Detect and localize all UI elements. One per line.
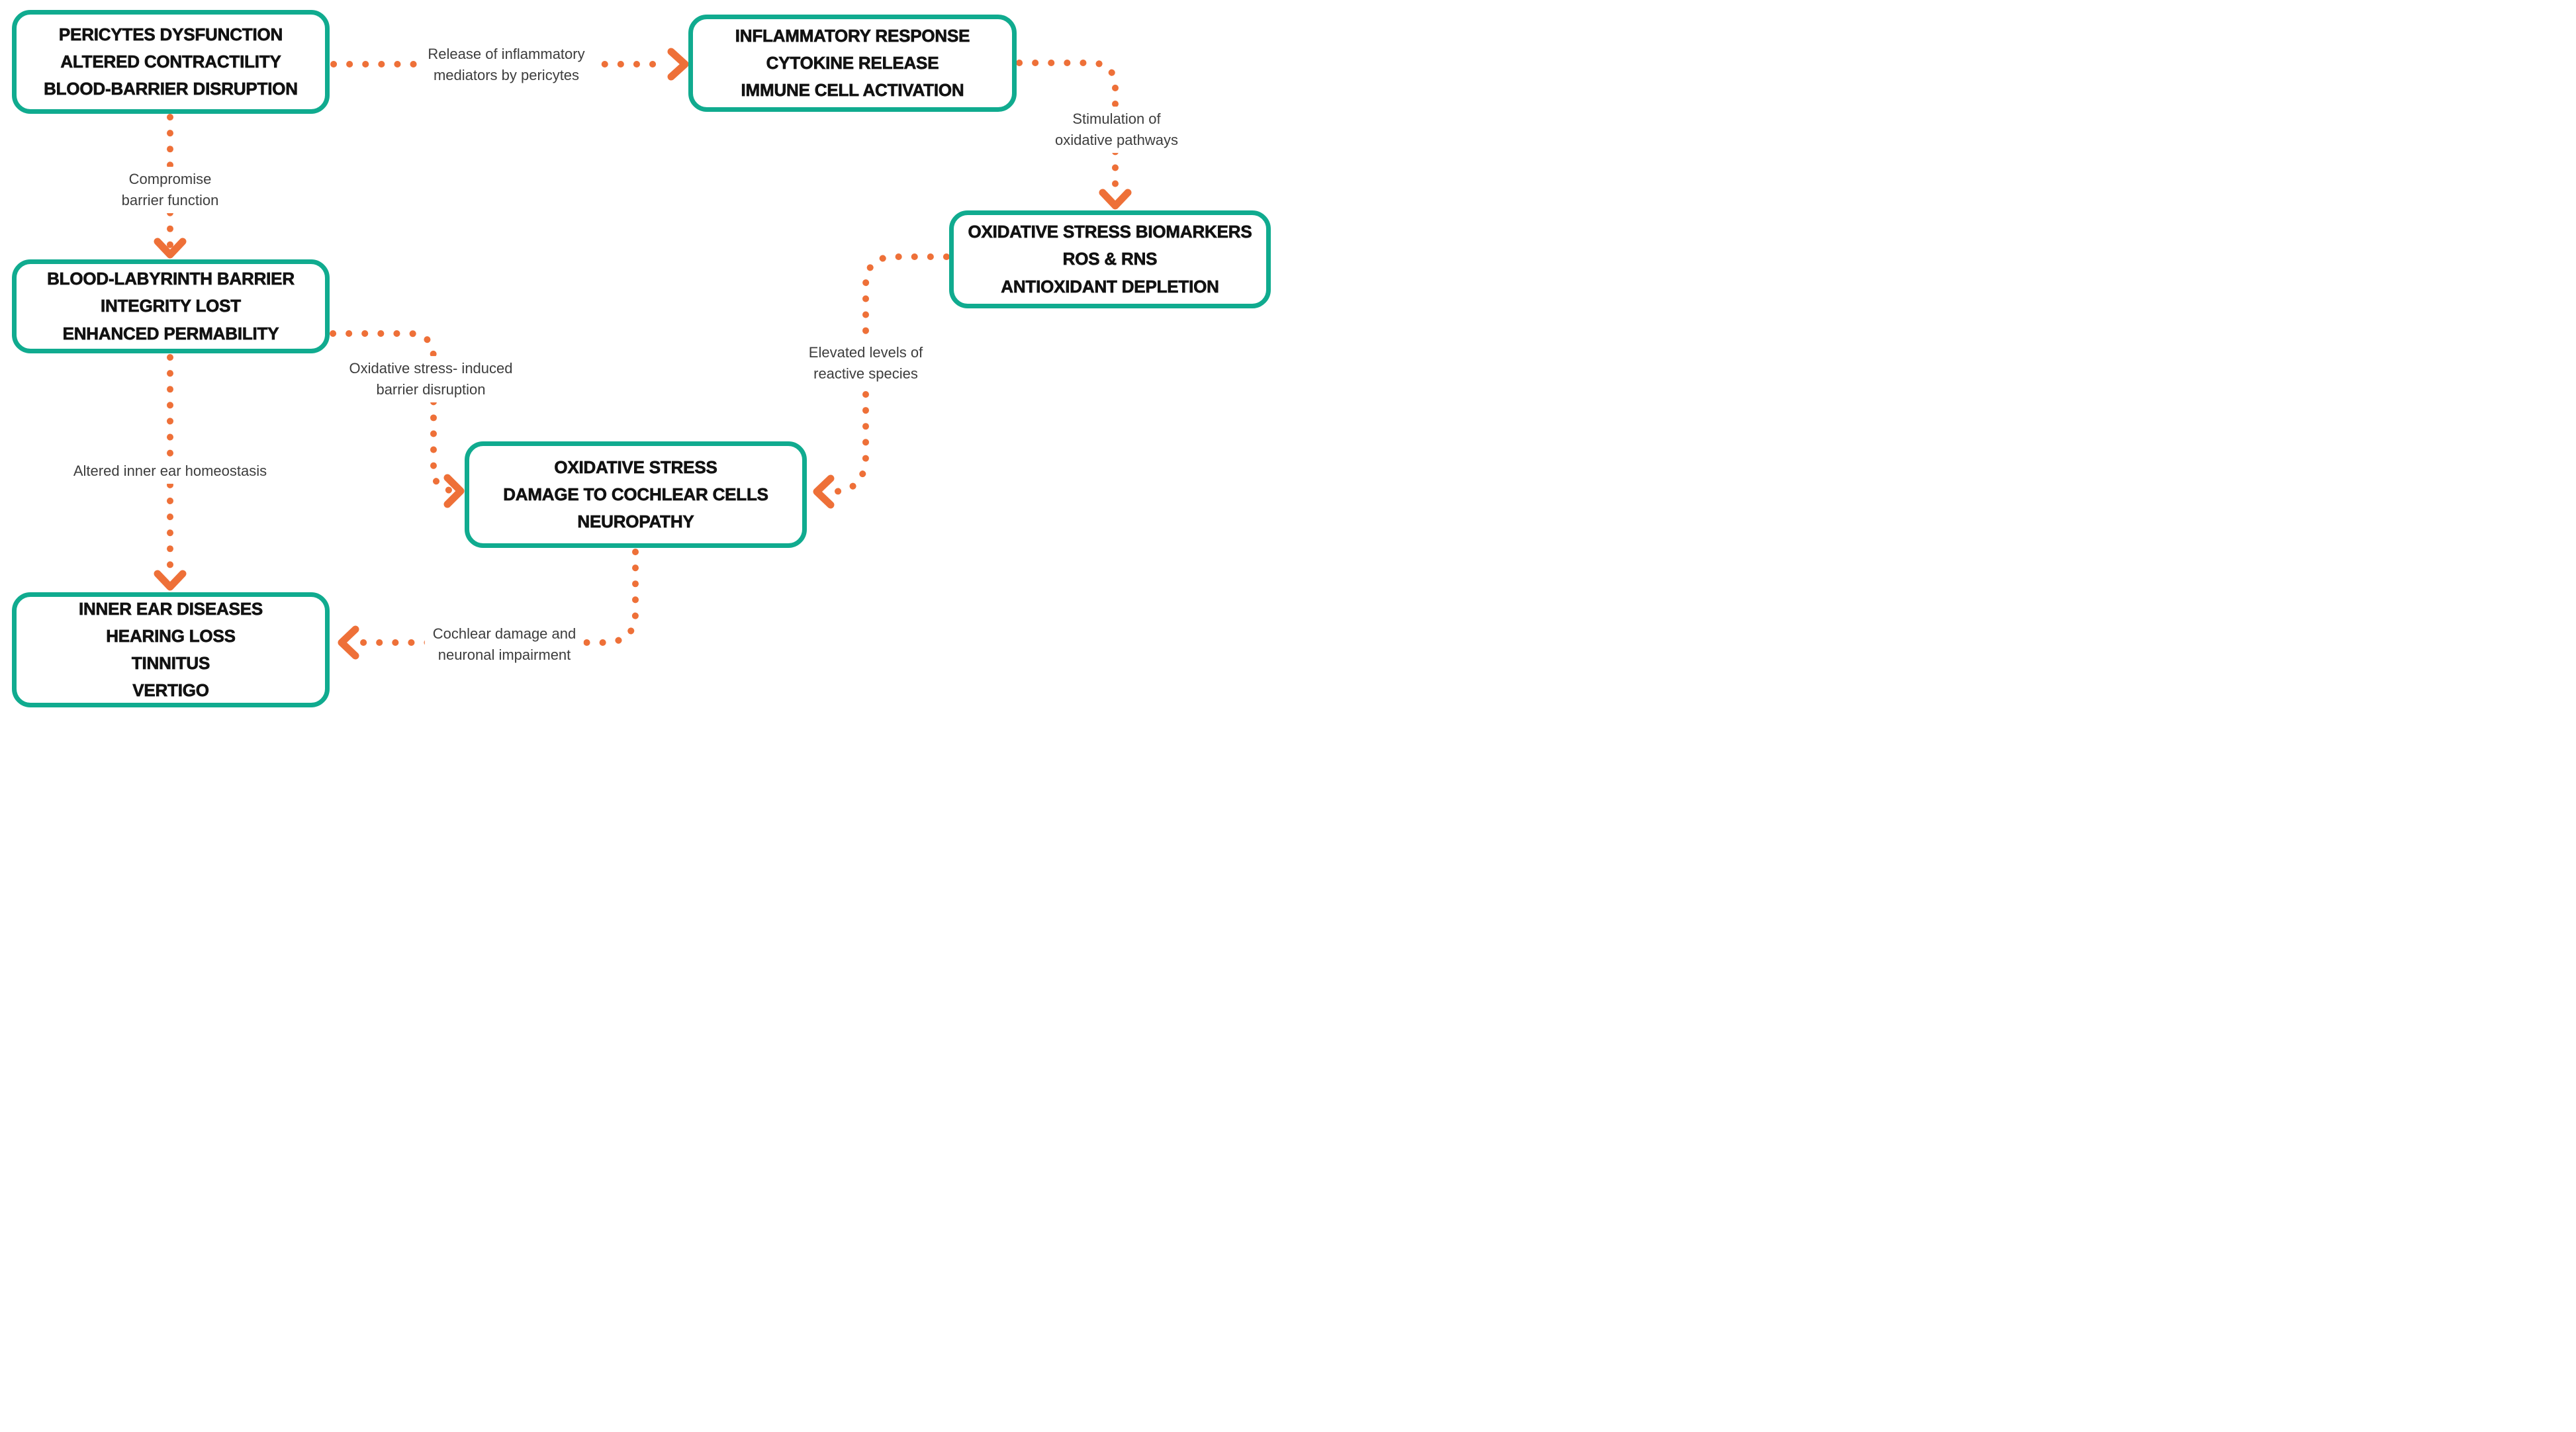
edge-label-stimulation-of-oxidative-pathways: Stimulation of oxidative pathways [1047, 107, 1186, 153]
node-pericytes-dysfunction: PERICYTES DYSFUNCTION ALTERED CONTRACTIL… [12, 10, 330, 114]
node-text-line: BLOOD-BARRIER DISRUPTION [44, 79, 299, 99]
edge-label-elevated-levels-of-reactive-species: Elevated levels of reactive species [800, 340, 931, 386]
node-oxidative-stress-biomarkers: OXIDATIVE STRESS BIOMARKERS ROS & RNS AN… [949, 210, 1271, 308]
arrowhead-left-icon [338, 625, 359, 660]
node-text-line: IMMUNE CELL ACTIVATION [741, 80, 964, 101]
edge-oxidative-stress-to-inner-ear-line [351, 549, 639, 646]
node-text-line: ENHANCED PERMABILITY [62, 323, 279, 343]
node-inner-ear-diseases: INNER EAR DISEASES HEARING LOSS TINNITUS… [12, 592, 330, 707]
edge-label-cochlear-damage-neuronal-impairment: Cochlear damage and neuronal impairment [424, 621, 584, 668]
node-text-line: ALTERED CONTRACTILITY [60, 51, 281, 72]
edge-label-altered-inner-ear-homeostasis: Altered inner ear homeostasis [65, 459, 275, 484]
node-text-line: ROS & RNS [1062, 249, 1158, 269]
node-blood-labyrinth-barrier: BLOOD-LABYRINTH BARRIER INTEGRITY LOST E… [12, 259, 330, 353]
arrowhead-right-icon [667, 48, 689, 81]
arrowhead-down-icon [1099, 189, 1132, 210]
node-inflammatory-response: INFLAMMATORY RESPONSE CYTOKINE RELEASE I… [688, 15, 1017, 112]
node-text-line: HEARING LOSS [106, 625, 236, 647]
node-text-line: INFLAMMATORY RESPONSE [735, 25, 970, 46]
edge-label-oxidative-stress-induced-barrier-disruption: Oxidative stress- induced barrier disrup… [341, 356, 521, 402]
node-text-line: DAMAGE TO COCHLEAR CELLS [503, 484, 769, 505]
arrowhead-down-icon [154, 238, 187, 259]
node-text-line: NEUROPATHY [577, 512, 694, 532]
node-text-line: VERTIGO [132, 680, 210, 701]
node-oxidative-stress-damage: OXIDATIVE STRESS DAMAGE TO COCHLEAR CELL… [465, 441, 807, 548]
edge-biomarkers-to-oxidative-stress-line [821, 253, 950, 495]
node-text-line: TINNITUS [131, 653, 210, 674]
node-text-line: OXIDATIVE STRESS BIOMARKERS [968, 222, 1252, 242]
pathway-flowchart: Release of inflammatory mediators by per… [0, 0, 1288, 716]
arrowhead-left-icon [813, 474, 835, 509]
node-text-line: ANTIOXIDANT DEPLETION [1001, 276, 1219, 296]
arrowhead-right-icon [443, 474, 465, 508]
edge-label-compromise-barrier-function: Compromise barrier function [113, 167, 227, 213]
node-text-line: CYTOKINE RELEASE [766, 52, 939, 73]
node-text-line: BLOOD-LABYRINTH BARRIER [47, 269, 295, 289]
node-text-line: OXIDATIVE STRESS [554, 457, 717, 478]
node-text-line: INNER EAR DISEASES [78, 598, 263, 619]
node-text-line: INTEGRITY LOST [101, 296, 242, 316]
edge-inflammatory-to-biomarkers-line [1016, 60, 1119, 201]
arrowhead-down-icon [154, 570, 187, 591]
node-text-line: PERICYTES DYSFUNCTION [58, 24, 283, 45]
edge-label-release-of-inflammatory-mediators: Release of inflammatory mediators by per… [420, 42, 593, 88]
